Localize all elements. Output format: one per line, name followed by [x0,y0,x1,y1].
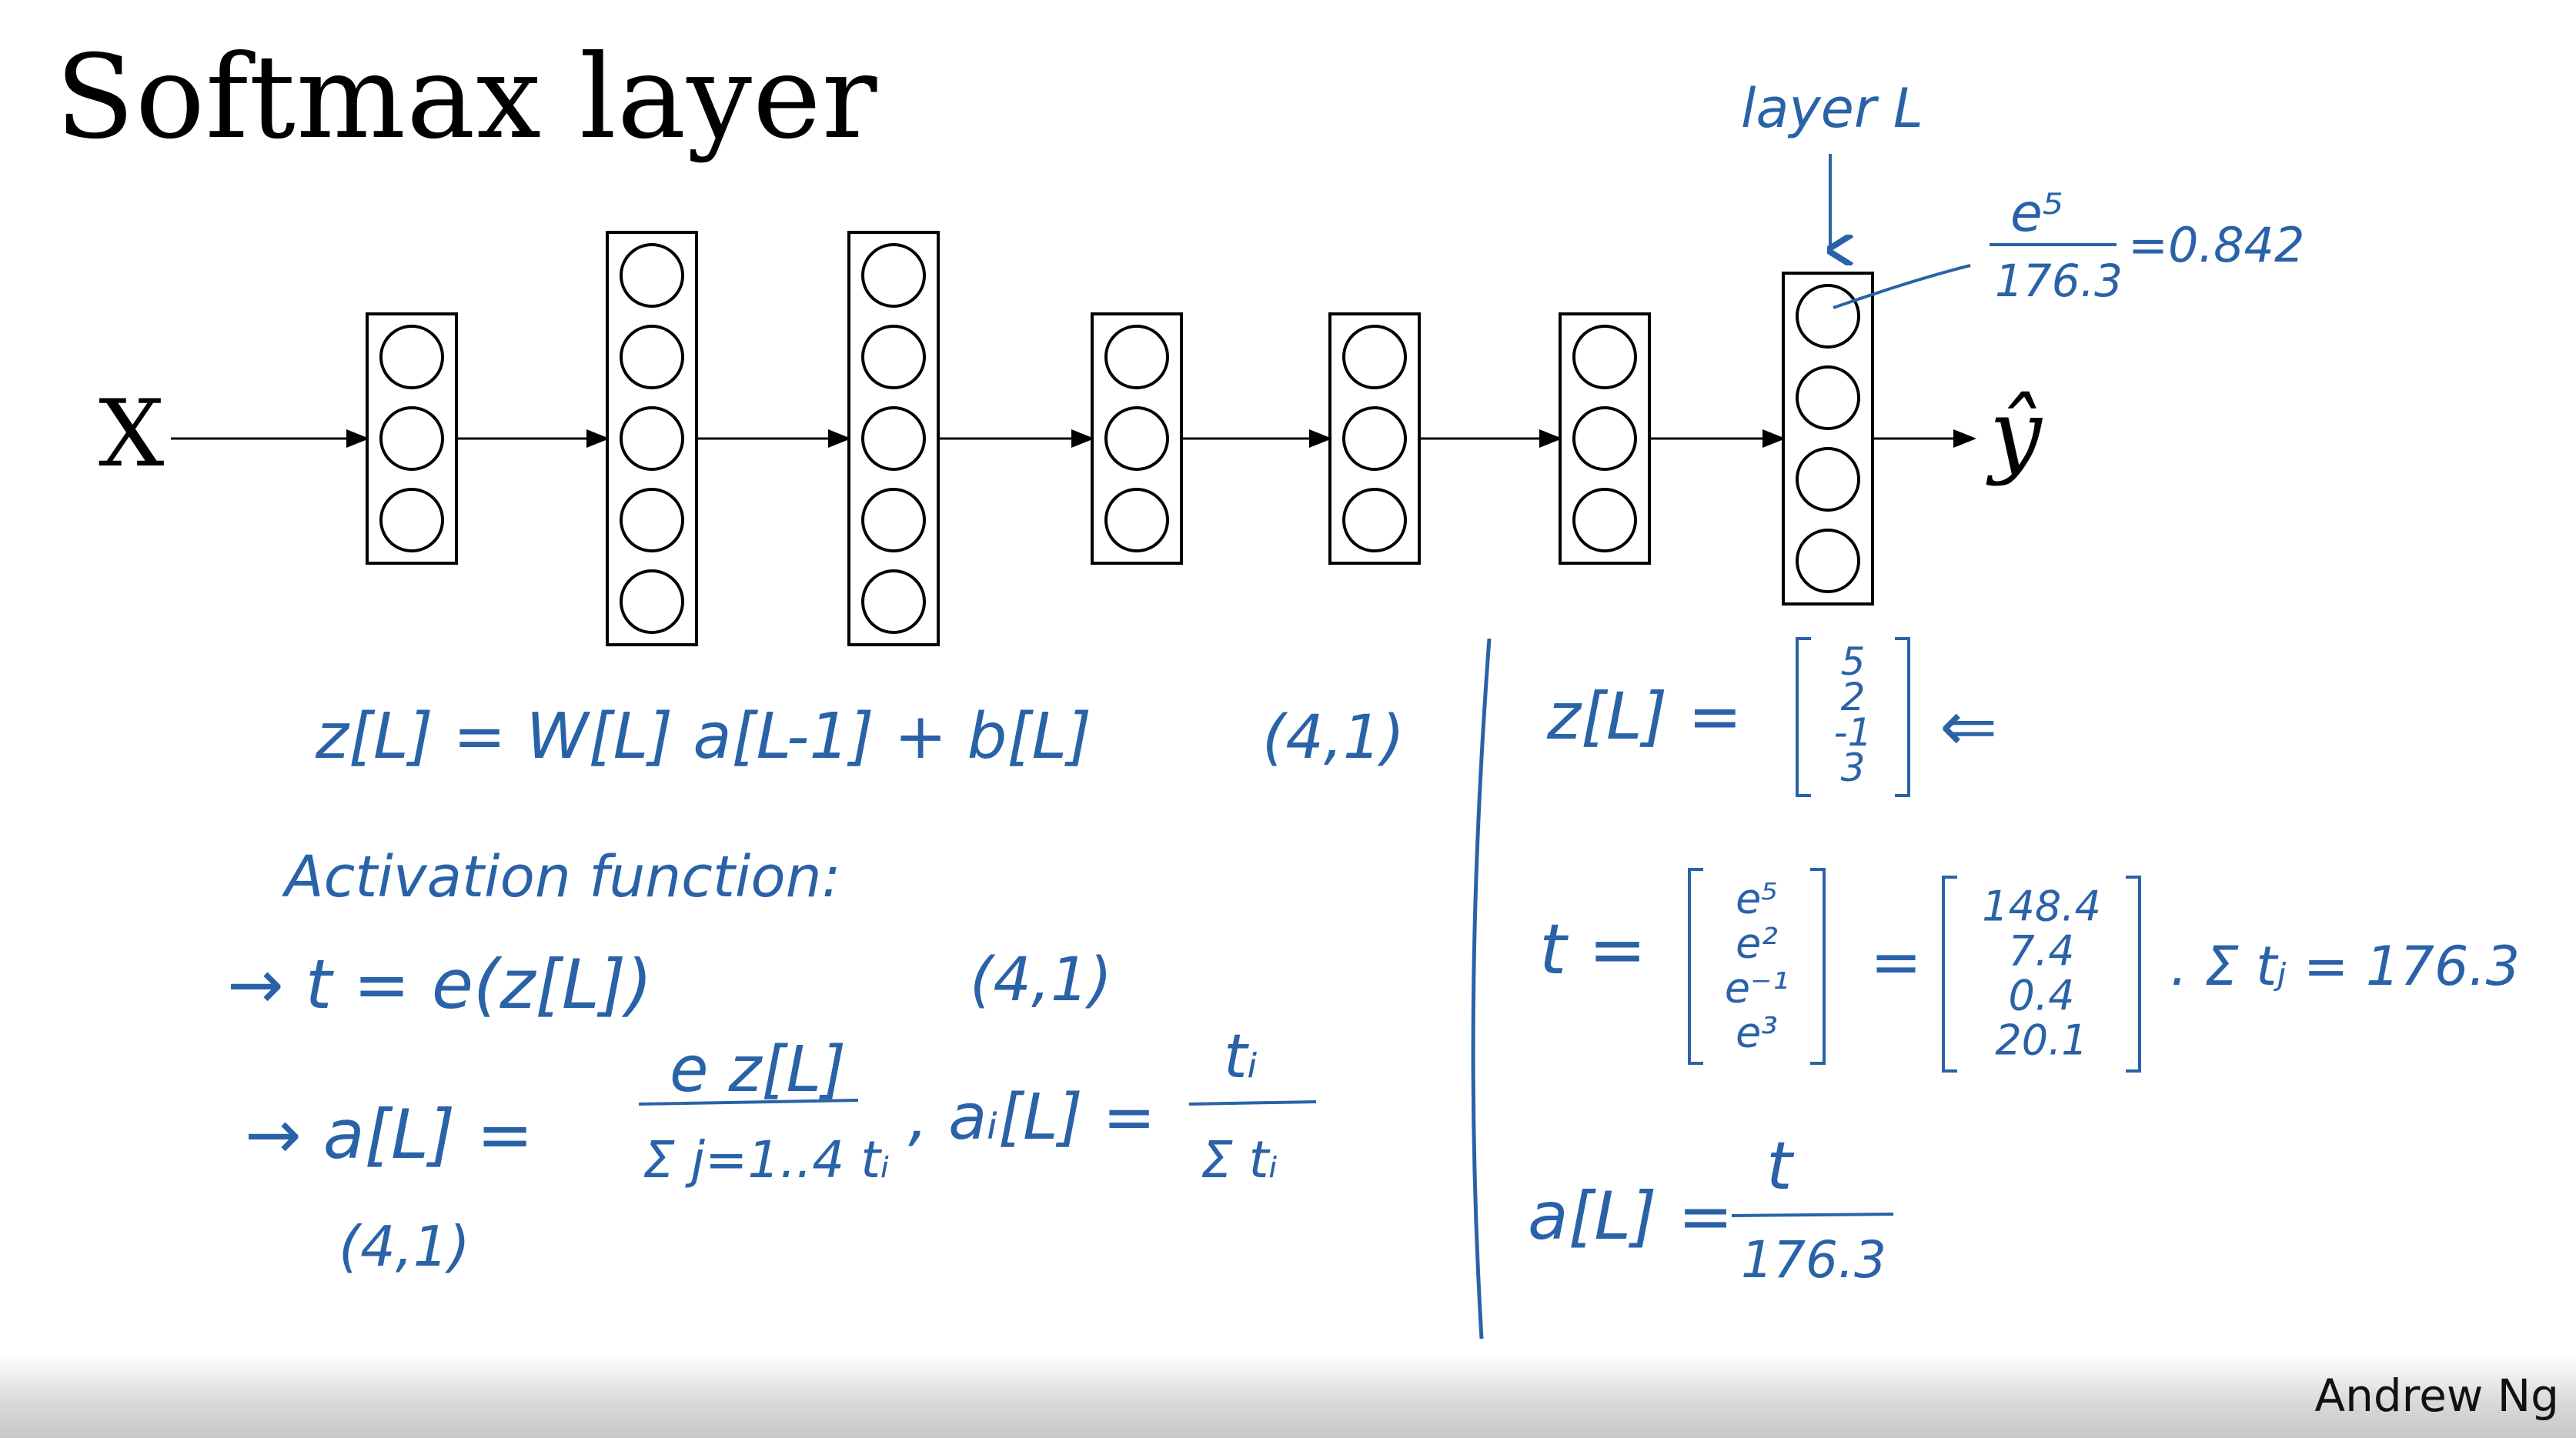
neuron-3-5 [861,569,926,634]
footer-bar [0,1354,2576,1438]
z-equation: z[L] = W[L] a[L-1] + b[L] [315,700,1091,773]
neuron-4-3 [1104,488,1169,552]
author-credit: Andrew Ng [2314,1370,2559,1422]
z-vector-entry: -1 [1834,710,1873,755]
neuron-6-2 [1572,406,1637,471]
exp-vector-entry: e² [1736,919,1778,967]
neuron-2-4 [620,488,684,552]
ai-equation-numerator: tᵢ [1224,1023,1258,1092]
z-vector-right-bracket [1895,637,1910,797]
t-vector: 148.47.40.420.1 [1942,876,2141,1073]
input-label-x: X [99,381,164,488]
z-vector-left-bracket [1796,637,1811,797]
z-vector-entry: 5 [1841,639,1866,684]
t-shape: (4,1) [970,946,1112,1015]
activation-label: Activation function: [282,844,841,910]
z-shape: (4,1) [1262,703,1405,772]
t-vector-entry: 148.4 [1982,882,2101,930]
neuron-2-5 [620,569,684,634]
output-label-yhat: ŷ [1986,381,2043,488]
annotation-numerator: e⁵ [2010,183,2063,244]
example-a-numerator: t [1766,1128,1795,1205]
t-vector-right-bracket [2126,876,2141,1073]
example-z-lhs: z[L] = [1546,679,1742,754]
z-vector: 52-13 [1796,637,1910,797]
example-a-fraction-bar [1731,1213,1894,1217]
neuron-6-3 [1572,488,1637,552]
neuron-3-4 [861,488,926,552]
neuron-2-1 [620,243,684,308]
neuron-7-3 [1796,447,1860,512]
a-shape: (4,1) [339,1214,470,1279]
vertical-divider [1471,638,1492,1340]
layer-l-label: layer L [1741,77,1923,140]
exp-vector-entry: e⁵ [1736,874,1778,923]
neuron-1-1 [379,325,444,389]
exp-vector-entry: e⁻¹ [1725,963,1789,1012]
neuron-3-3 [861,406,926,471]
neuron-7-1 [1796,284,1860,349]
a-equation-numerator: e z[L] [670,1033,846,1106]
neuron-3-1 [861,243,926,308]
ai-equation-denominator: Σ tᵢ [1201,1130,1278,1189]
neuron-pointer-line [1833,264,1971,309]
a-equation-fraction-bar [638,1099,859,1106]
sum-expression: . Σ tⱼ = 176.3 [2170,935,2520,998]
neuron-3-2 [861,325,926,389]
a-equation-lhs: → a[L] = [245,1095,533,1174]
neuron-4-1 [1104,325,1169,389]
neuron-7-2 [1796,365,1860,430]
neuron-1-2 [379,406,444,471]
pointer-arrow: ⇐ [1940,686,1997,767]
example-a-denominator: 176.3 [1741,1230,1886,1290]
neuron-5-2 [1342,406,1407,471]
exp-vector-entry: e³ [1736,1008,1778,1056]
exp-vector-left-bracket [1688,868,1703,1065]
z-vector-entry: 2 [1841,675,1866,719]
z-vector-entry: 3 [1841,746,1866,790]
neuron-7-4 [1796,529,1860,593]
example-t-lhs: t = [1539,909,1646,990]
exp-vector-right-bracket [1810,868,1826,1065]
example-equals: = [1870,926,1922,998]
neuron-5-3 [1342,488,1407,552]
t-vector-entry: 7.4 [2009,926,2075,975]
neuron-5-1 [1342,325,1407,389]
neuron-2-2 [620,325,684,389]
neuron-1-3 [379,488,444,552]
annotation-denominator: 176.3 [1995,255,2123,307]
slide-title: Softmax layer [55,31,878,165]
ai-equation-lhs: , aᵢ[L] = [908,1081,1155,1154]
t-vector-entry: 20.1 [1995,1016,2087,1064]
ai-equation-fraction-bar [1188,1100,1317,1106]
example-a-lhs: a[L] = [1528,1178,1733,1255]
neuron-2-3 [620,406,684,471]
t-vector-entry: 0.4 [2009,971,2075,1019]
neuron-6-1 [1572,325,1637,389]
neuron-4-2 [1104,406,1169,471]
t-vector-left-bracket [1942,876,1957,1073]
annotation-result: =0.842 [2128,217,2304,273]
t-equation: → t = e(z[L]) [227,945,653,1024]
a-equation-denominator: Σ j=1..4 tᵢ [643,1130,890,1189]
neural-network-diagram [171,231,1976,646]
